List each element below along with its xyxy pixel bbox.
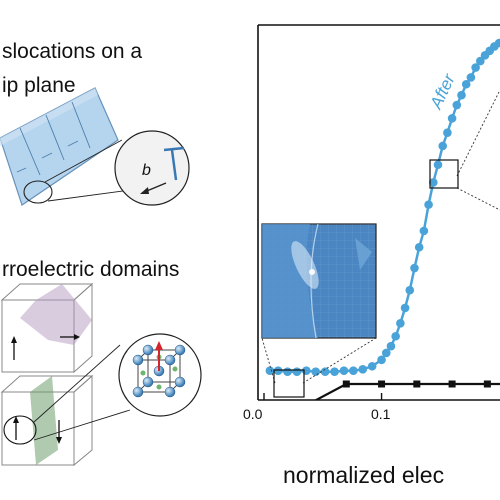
series-0-point: [391, 331, 400, 341]
series-0-point: [494, 38, 500, 48]
series-0-point: [386, 341, 396, 351]
series-1-point: [342, 380, 350, 388]
chart: [257, 24, 500, 401]
series-0-point: [410, 263, 419, 273]
series-0-point: [358, 365, 368, 374]
series-1-point: [483, 380, 491, 388]
series-0-point: [471, 63, 480, 72]
series-0-point: [438, 141, 447, 151]
series-0-point: [292, 367, 302, 377]
series-0-point: [396, 319, 405, 328]
heading-dislocations-line1: slocations on a: [2, 40, 143, 63]
series-0-point: [443, 128, 452, 137]
series-0-point: [419, 226, 429, 236]
series-0-point: [476, 56, 485, 66]
series-layer: [265, 38, 500, 400]
series-0-point: [433, 160, 443, 170]
series-0-point: [405, 285, 415, 295]
series-0-point: [428, 178, 438, 187]
heading-domains: rroelectric domains: [2, 258, 180, 281]
series-0-point: [330, 367, 339, 377]
slip-plane-illustration: [0, 87, 190, 206]
series-0-point: [381, 348, 391, 358]
series-0-point: [265, 366, 275, 376]
series-0-point: [447, 114, 457, 123]
series-0-point: [273, 366, 283, 376]
micrograph-inset: [261, 223, 377, 339]
series-0-point: [461, 79, 471, 89]
series-0-point: [302, 366, 311, 376]
series-1-point: [448, 380, 456, 388]
inset-connectors: [261, 89, 500, 384]
domains-illustration: [0, 282, 202, 467]
series-0-point: [457, 90, 466, 100]
series-0-point: [339, 366, 349, 376]
series-1-point: [378, 380, 386, 388]
x-axis-label: normalized elec: [283, 462, 445, 488]
burgers-vector-label: b: [142, 162, 151, 179]
series-0-point: [311, 367, 321, 377]
zoom-box-low: [273, 369, 305, 398]
series-0-point: [283, 367, 292, 377]
series-0-point: [400, 303, 410, 313]
burgers-inset: [114, 130, 190, 206]
series-0-point: [414, 242, 424, 252]
series-0-point: [349, 366, 358, 376]
series-0-point: [424, 200, 433, 209]
x-tick-label-0: 0.0: [243, 406, 263, 422]
x-tick-label-1: 0.1: [371, 406, 391, 422]
series-0-point: [367, 361, 377, 371]
series-0-point: [466, 73, 476, 82]
x-ticks: [263, 393, 383, 400]
series-0-point: [377, 355, 386, 365]
series-0-point: [320, 367, 330, 377]
heading-dislocations-line2: ip plane: [2, 74, 76, 97]
series-1-point: [413, 380, 421, 388]
series-0-point: [452, 100, 462, 110]
zoom-box-high: [429, 159, 459, 189]
